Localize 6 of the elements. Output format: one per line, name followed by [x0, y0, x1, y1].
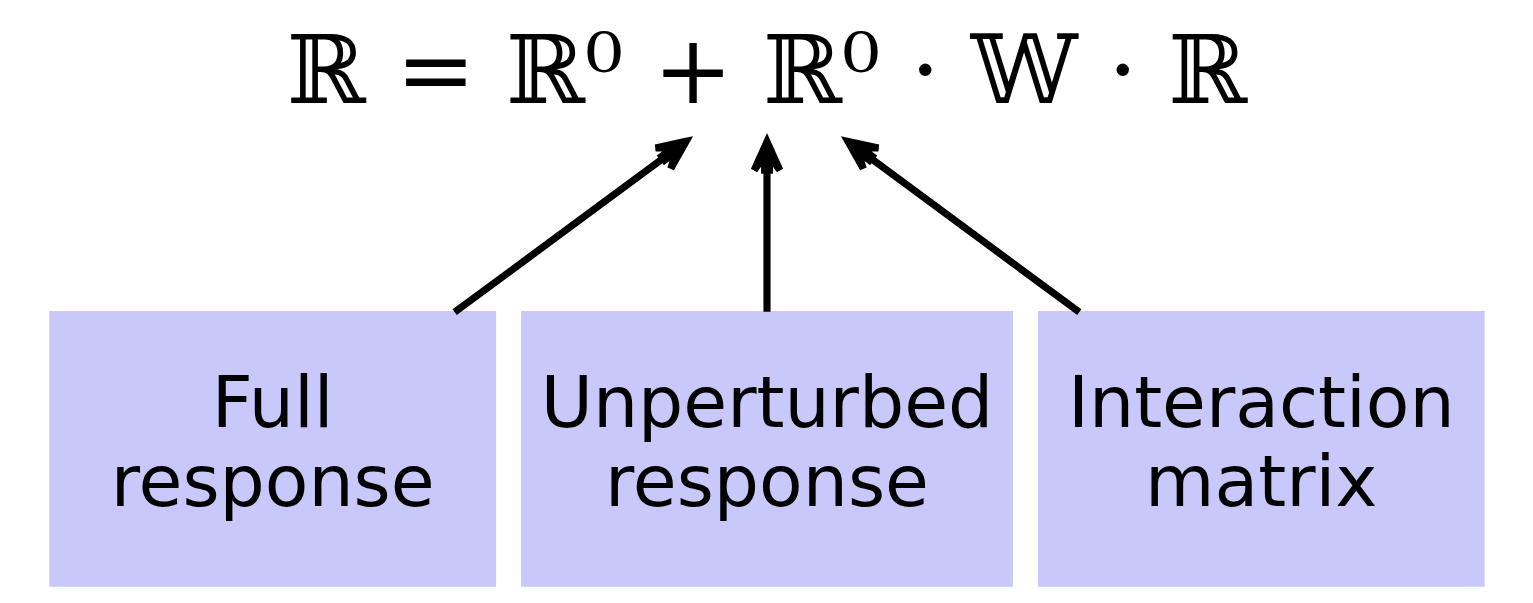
node-box: Full response — [48, 311, 496, 587]
node-box: Unperturbed response — [520, 311, 1013, 587]
node-text: ℝ = ℝ⁰ + ℝ⁰ · 𝕎 · ℝ — [286, 15, 1247, 126]
arrow — [452, 137, 690, 316]
arrow — [843, 137, 1081, 316]
node-box: Interaction matrix — [1037, 311, 1485, 587]
